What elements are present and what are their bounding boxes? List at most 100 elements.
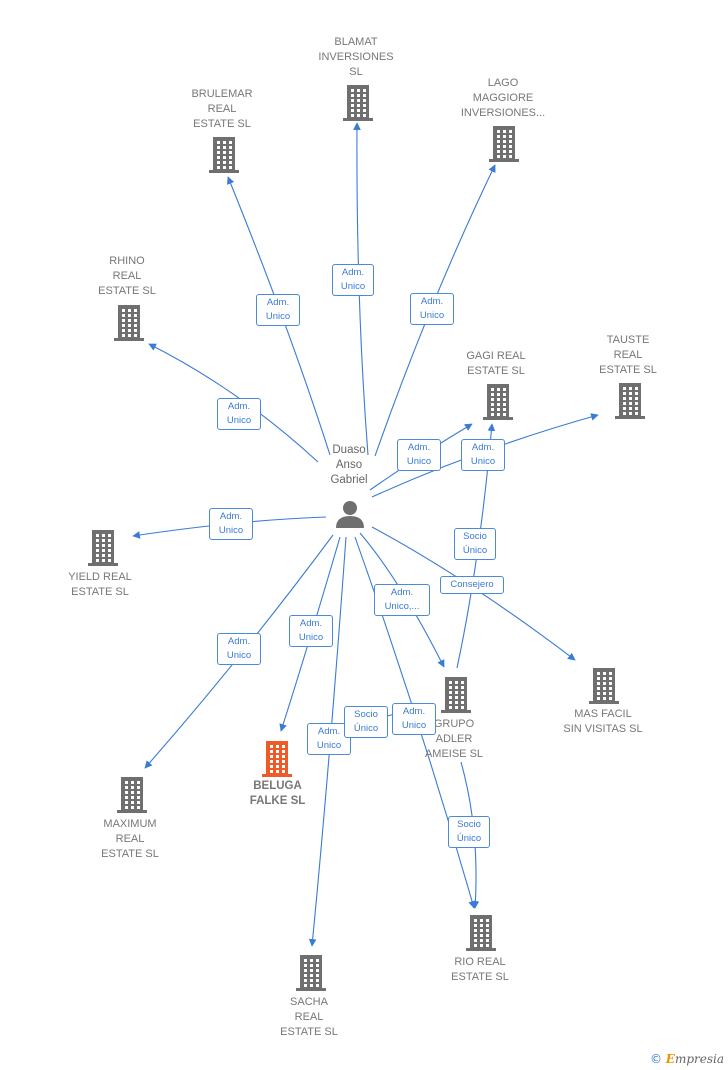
company-masfacil[interactable]: MAS FACIL SIN VISITAS SL [563,708,643,735]
building-window [635,397,638,400]
building-window [131,781,134,784]
copyright-icon: © [649,1052,662,1066]
building-window [486,934,489,937]
building-window [609,692,612,695]
company-gagi[interactable]: GAGI REAL ESTATE SL [466,350,526,377]
building-window [125,801,128,804]
building-window [270,770,273,773]
building-window [304,984,307,987]
building-window [125,786,128,789]
building-window [509,140,512,143]
building-window [503,150,506,153]
building-window [357,114,360,117]
building-window [623,402,626,405]
building-window [125,791,128,794]
building-window [102,544,105,547]
building-window [96,544,99,547]
building-window [497,145,500,148]
building-window [122,334,125,337]
edge-label-adm-grupo: Adm. Unico,... [374,584,430,616]
company-beluga[interactable]: BELUGA FALKE SL [249,780,306,807]
company-rio[interactable]: RIO REAL ESTATE SL [451,956,509,983]
building-window [491,413,494,416]
building-window [229,156,232,159]
building-window [128,329,131,332]
building-window [509,135,512,138]
building-window [509,155,512,158]
building-window [134,319,137,322]
building-window [486,919,489,922]
building-window [597,687,600,690]
building-window [623,392,626,395]
building-window [102,539,105,542]
building-window [597,692,600,695]
building-window [96,539,99,542]
building-window [310,979,313,982]
building-window [497,135,500,138]
building-window [304,974,307,977]
building-window [597,677,600,680]
building-window [363,114,366,117]
building-window [480,939,483,942]
company-brulemar[interactable]: BRULEMAR REAL ESTATE SL [191,88,253,130]
building-window [357,104,360,107]
building-window [108,539,111,542]
building-window [629,397,632,400]
building-window [134,329,137,332]
building-window [351,109,354,112]
building-window [486,924,489,927]
building-window [351,104,354,107]
building-window [497,388,500,391]
company-blamat[interactable]: BLAMAT INVERSIONES SL [318,36,394,78]
company-rhino[interactable]: RHINO REAL ESTATE SL [98,255,156,297]
building-window [603,687,606,690]
company-sacha[interactable]: SACHA REAL ESTATE SL [280,996,338,1038]
building-window [609,682,612,685]
building-window [497,403,500,406]
building-window [629,387,632,390]
building-window [461,681,464,684]
building-window [480,934,483,937]
edge-label-adm-blamat: Adm. Unico [332,264,374,296]
building-window [503,155,506,158]
company-tauste[interactable]: TAUSTE REAL ESTATE SL [599,334,657,376]
building-window [609,677,612,680]
building-window [137,806,140,809]
building-window [363,94,366,97]
building-window [276,755,279,758]
building-window [497,150,500,153]
building-window [223,161,226,164]
building-window [503,403,506,406]
building-window [449,691,452,694]
company-lago[interactable]: LAGO MAGGIORE INVERSIONES... [460,77,546,119]
building-window [603,682,606,685]
building-window [509,130,512,133]
building-window [461,691,464,694]
building-window [455,696,458,699]
building-window [131,786,134,789]
building-window [131,801,134,804]
edge-label-adm-rio: Adm. Unico [392,703,436,735]
building-window [131,796,134,799]
building-window [310,964,313,967]
edge-label-socio-rio: Socio Único [448,816,490,848]
building-window [474,939,477,942]
building-window [603,692,606,695]
building-window [497,408,500,411]
building-window [125,796,128,799]
building-window [449,696,452,699]
building-window [503,393,506,396]
company-grupo[interactable]: GRUPO ADLER AMEISE SL [424,718,484,760]
empresia-logo[interactable]: © Empresia [650,1052,724,1066]
building-window [603,672,606,675]
building-window [96,554,99,557]
building-window [137,786,140,789]
person-name[interactable]: Duaso Anso Gabriel [330,444,368,486]
building-window [122,309,125,312]
building-window [134,324,137,327]
building-window [486,944,489,947]
company-maximum[interactable]: MAXIMUM REAL ESTATE SL [101,818,159,860]
building-window [108,544,111,547]
company-yield[interactable]: YIELD REAL ESTATE SL [68,571,132,598]
building-window [461,706,464,709]
